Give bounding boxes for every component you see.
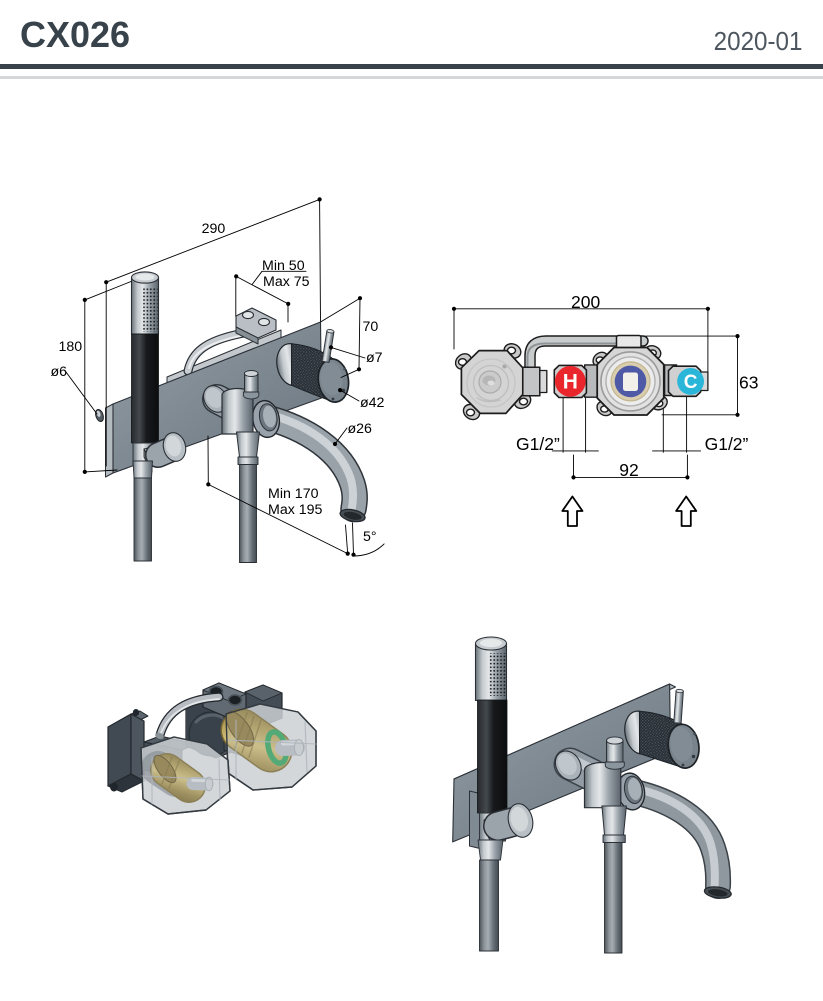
svg-text:290: 290 <box>202 221 226 237</box>
svg-text:92: 92 <box>619 460 638 480</box>
svg-text:ø42: ø42 <box>360 395 385 411</box>
svg-text:H: H <box>563 371 578 394</box>
svg-text:Min 50: Min 50 <box>262 258 305 274</box>
svg-text:63: 63 <box>739 373 758 393</box>
svg-text:G1/2”: G1/2” <box>705 434 749 454</box>
svg-text:Min 170: Min 170 <box>268 486 319 502</box>
svg-text:C: C <box>684 372 698 393</box>
svg-text:ø26: ø26 <box>348 421 373 437</box>
svg-text:180: 180 <box>59 339 83 355</box>
svg-text:200: 200 <box>571 292 600 312</box>
svg-text:ø7: ø7 <box>366 350 383 366</box>
svg-text:5°: 5° <box>363 529 377 545</box>
svg-text:G1/2”: G1/2” <box>516 434 560 454</box>
svg-text:ø6: ø6 <box>51 364 68 380</box>
svg-text:Max 75: Max 75 <box>263 274 310 290</box>
svg-text:70: 70 <box>363 319 379 335</box>
svg-text:Max 195: Max 195 <box>268 502 323 518</box>
